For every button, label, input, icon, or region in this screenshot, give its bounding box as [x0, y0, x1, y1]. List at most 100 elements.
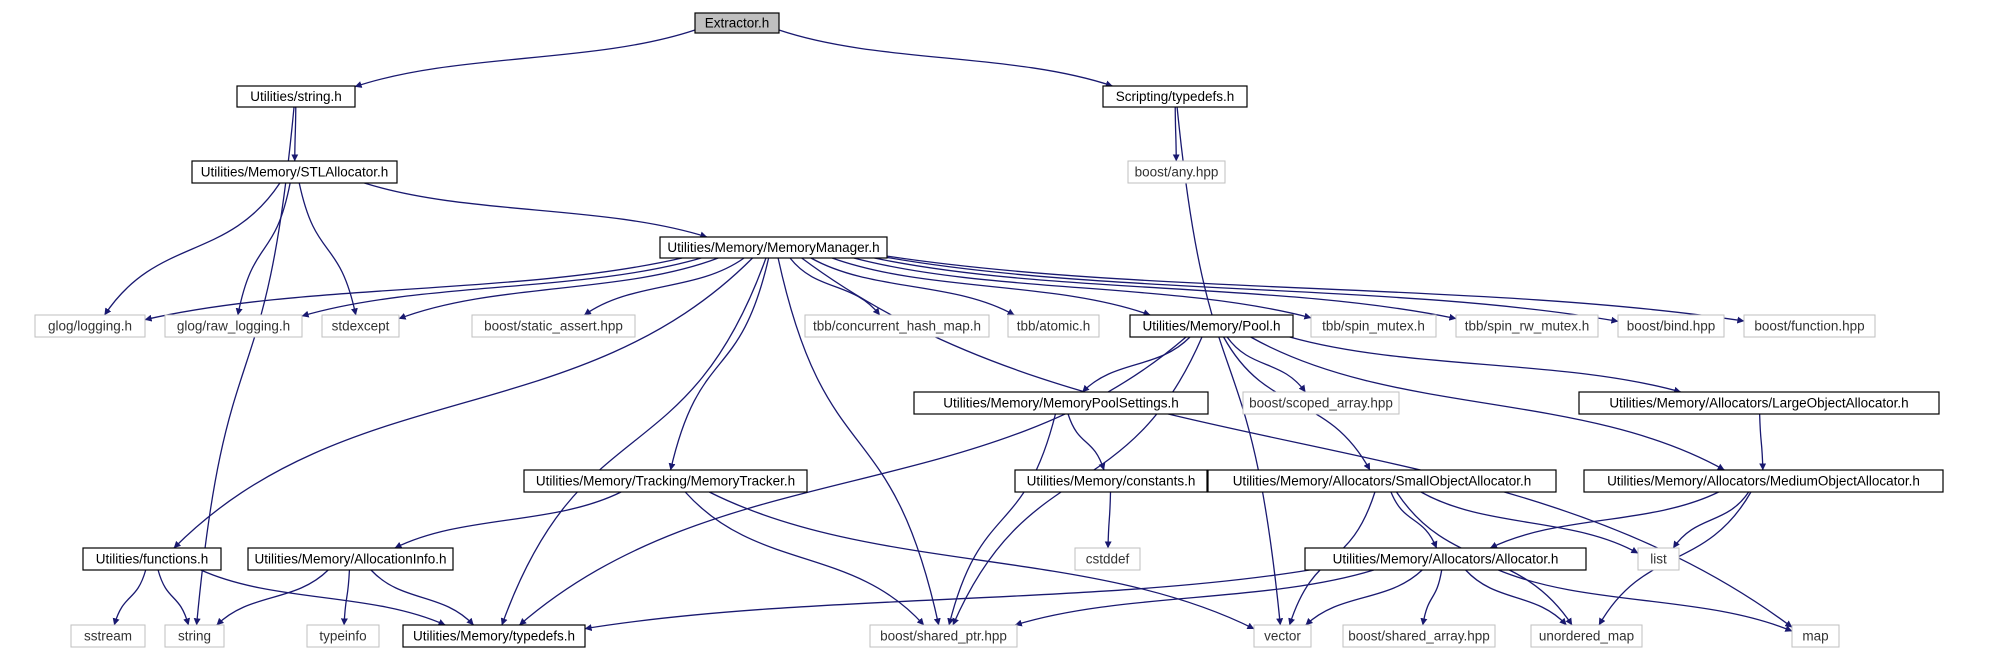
node-box	[1242, 391, 1400, 415]
node-box	[659, 236, 888, 259]
node-box	[1743, 314, 1876, 338]
node-box	[1127, 160, 1226, 184]
edge-stlalloc-to-glograw	[235, 182, 291, 316]
edge-tracker-to-sharedptr	[684, 491, 925, 626]
node-stlalloc[interactable]: Utilities/Memory/STLAllocator.h	[191, 160, 398, 184]
node-label: Utilities/Memory/constants.h	[1027, 474, 1196, 489]
node-allocator[interactable]: Utilities/Memory/Allocators/Allocator.h	[1304, 547, 1587, 571]
edge-pool-to-medalloc	[1250, 336, 1725, 471]
node-staticassert: boost/static_assert.hpp	[471, 314, 636, 338]
node-label: tbb/atomic.h	[1017, 319, 1091, 334]
node-label: Scripting/typedefs.h	[1116, 89, 1235, 104]
node-tbbatomic: tbb/atomic.h	[1007, 314, 1100, 338]
edge-memmgr-to-staticassert	[583, 257, 745, 316]
edge-functions-to-memtypedefs	[200, 569, 446, 626]
node-tracker[interactable]: Utilities/Memory/Tracking/MemoryTracker.…	[523, 469, 808, 493]
node-pool[interactable]: Utilities/Memory/Pool.h	[1129, 314, 1294, 338]
edge-memmgr-to-sharedptr	[777, 257, 941, 626]
edge-stypedefs-to-boostany	[1172, 106, 1180, 162]
node-medalloc[interactable]: Utilities/Memory/Allocators/MediumObject…	[1583, 469, 1944, 493]
node-glograw: glog/raw_logging.h	[164, 314, 303, 338]
node-box	[1637, 547, 1680, 571]
node-map: map	[1791, 624, 1840, 648]
node-box	[1578, 391, 1940, 415]
node-box	[82, 547, 222, 571]
node-box	[236, 85, 356, 108]
node-box	[1074, 547, 1141, 571]
node-box	[1342, 624, 1496, 648]
node-box	[70, 624, 146, 648]
edge-memmgr-to-glograw	[301, 257, 702, 318]
node-memmgr[interactable]: Utilities/Memory/MemoryManager.h	[659, 236, 888, 259]
node-boostfunc: boost/function.hpp	[1743, 314, 1876, 338]
edge-memmgr-to-spinmutex	[853, 257, 1312, 320]
node-boostbind: boost/bind.hpp	[1617, 314, 1725, 338]
edge-allocator-to-memtypedefs	[584, 569, 1310, 632]
edge-allocinfo-to-string	[216, 569, 329, 626]
node-ustring[interactable]: Utilities/string.h	[236, 85, 356, 108]
node-vector: vector	[1253, 624, 1312, 648]
node-box	[247, 547, 454, 571]
edge-memmgr-to-tbbatomic	[810, 257, 1015, 316]
node-box	[913, 391, 1209, 415]
edge-poolsettings-to-sharedptr	[947, 413, 1057, 626]
edges-layer	[104, 29, 1793, 632]
node-box	[471, 314, 636, 338]
node-box	[191, 160, 398, 184]
node-label: Utilities/Memory/typedefs.h	[413, 629, 575, 644]
edge-extractor-to-ustring	[354, 29, 696, 88]
edge-largealloc-to-medalloc	[1758, 413, 1767, 471]
node-largealloc[interactable]: Utilities/Memory/Allocators/LargeObjectA…	[1578, 391, 1940, 415]
node-constants[interactable]: Utilities/Memory/constants.h	[1014, 469, 1208, 493]
node-stypedefs[interactable]: Scripting/typedefs.h	[1102, 85, 1248, 108]
edge-smallalloc-to-allocator	[1390, 491, 1438, 549]
edge-smallalloc-to-list	[1420, 491, 1639, 554]
node-sharedptr: boost/shared_ptr.hpp	[869, 624, 1018, 648]
node-poolsettings[interactable]: Utilities/Memory/MemoryPoolSettings.h	[913, 391, 1209, 415]
edge-allocator-to-sharedptr	[1014, 569, 1374, 627]
edge-allocator-to-map	[1498, 569, 1793, 632]
node-extractor[interactable]: Extractor.h	[694, 12, 780, 34]
edge-pool-to-largealloc	[1289, 336, 1682, 394]
edge-ustring-to-stlalloc	[291, 106, 299, 162]
node-label: glog/raw_logging.h	[177, 319, 290, 334]
edge-memmgr-to-spinrw	[874, 257, 1457, 321]
node-box	[1129, 314, 1294, 338]
edge-functions-to-string	[157, 569, 191, 626]
edge-memmgr-to-functions	[173, 257, 754, 549]
edge-memmgr-to-concmap	[789, 257, 881, 316]
node-label: unordered_map	[1539, 629, 1634, 644]
edge-stypedefs-to-vector	[1176, 106, 1284, 626]
edge-memmgr-to-stdexcept	[398, 257, 719, 320]
edge-allocinfo-to-memtypedefs	[370, 569, 474, 626]
node-sstream: sstream	[70, 624, 146, 648]
node-label: string	[178, 629, 211, 644]
node-umap: unordered_map	[1530, 624, 1643, 648]
node-smallalloc[interactable]: Utilities/Memory/Allocators/SmallObjectA…	[1207, 469, 1557, 493]
node-label: boost/bind.hpp	[1627, 319, 1716, 334]
node-typeinfo: typeinfo	[306, 624, 380, 648]
edge-memmgr-to-memtypedefs	[500, 257, 767, 626]
node-label: tbb/concurrent_hash_map.h	[813, 319, 981, 334]
edge-allocinfo-to-typeinfo	[340, 569, 351, 626]
edge-memmgr-to-glog	[144, 257, 683, 322]
node-memtypedefs[interactable]: Utilities/Memory/typedefs.h	[402, 624, 586, 648]
node-label: Utilities/Memory/Allocators/Allocator.h	[1333, 552, 1559, 567]
node-label: map	[1802, 629, 1828, 644]
node-label: stdexcept	[332, 319, 390, 334]
node-functions[interactable]: Utilities/functions.h	[82, 547, 222, 571]
node-label: boost/any.hpp	[1135, 165, 1219, 180]
node-label: Utilities/Memory/MemoryPoolSettings.h	[943, 396, 1179, 411]
node-label: vector	[1264, 629, 1301, 644]
node-box	[1617, 314, 1725, 338]
edge-functions-to-sstream	[112, 569, 147, 626]
node-cstddef: cstddef	[1074, 547, 1141, 571]
node-box	[1455, 314, 1599, 338]
node-label: Utilities/Memory/Allocators/SmallObjectA…	[1233, 474, 1532, 489]
node-label: boost/static_assert.hpp	[484, 319, 623, 334]
node-label: sstream	[84, 629, 132, 644]
edge-tracker-to-vector	[708, 491, 1255, 630]
node-label: boost/scoped_array.hpp	[1249, 396, 1393, 411]
node-label: tbb/spin_mutex.h	[1322, 319, 1425, 334]
node-allocinfo[interactable]: Utilities/Memory/AllocationInfo.h	[247, 547, 454, 571]
